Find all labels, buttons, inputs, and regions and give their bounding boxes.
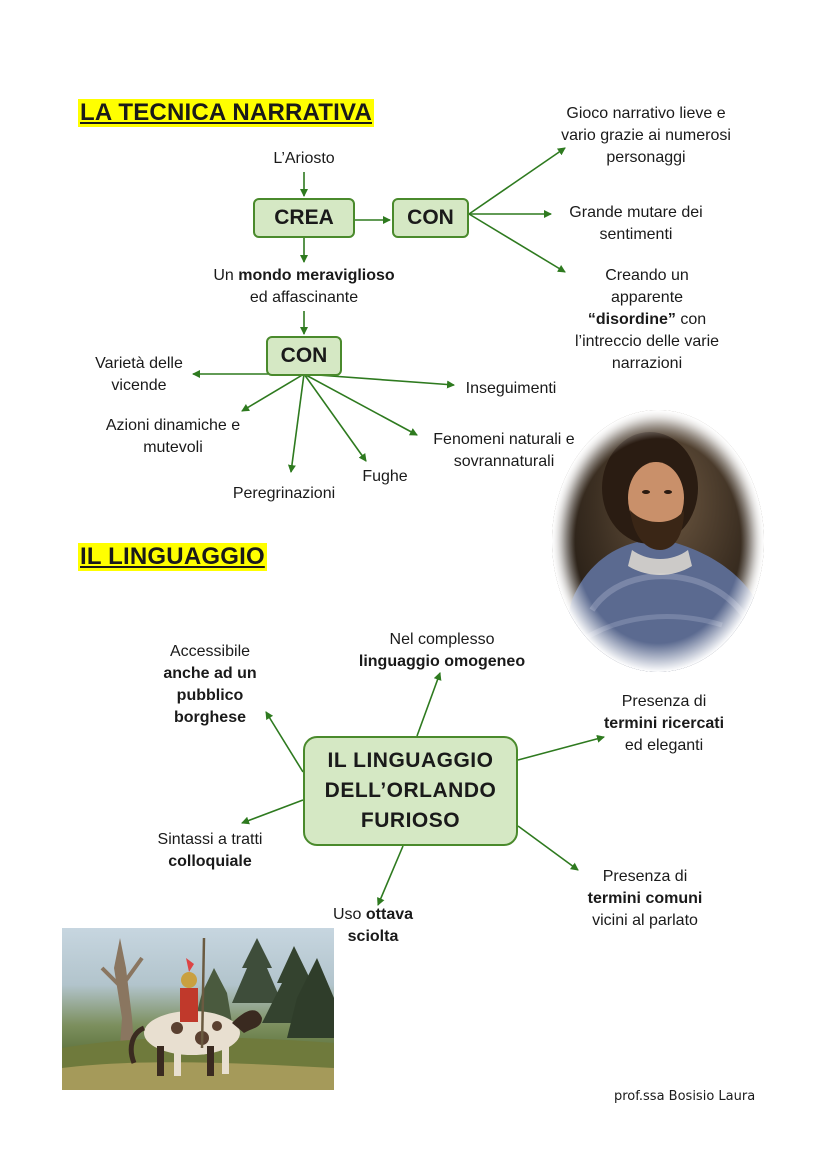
portrait-drawing [552,410,764,672]
label-fughe: Fughe [362,468,408,485]
portrait-ariosto-image [552,410,764,672]
arrow-center-ricercati [517,734,605,761]
arrow-center-ottava [377,845,404,906]
label-gioco-narrativo: Gioco narrativo lieve e vario grazie ai … [561,105,731,166]
label-linguaggio-omogeneo: Nel complesso linguaggio omogeneo [358,631,526,670]
label-disordine: Creando un apparente “disordine” con l’i… [574,267,720,372]
arrow-center-comuni [517,825,579,871]
node-linguaggio-orlando-furioso: IL LINGUAGGIO DELL’ORLANDO FURIOSO [303,736,518,846]
label-termini-ricercati: Presenza di termini ricercati ed elegant… [603,693,725,754]
arrow-con-gioco [468,147,566,215]
node-con-2: CON [266,336,342,376]
label-mutare-sentimenti: Grande mutare dei sentimenti [569,204,703,243]
arrow-center-sintassi [241,799,304,825]
label-termini-comuni: Presenza di termini comuni vicini al par… [587,868,703,929]
section-title-linguaggio: IL LINGUAGGIO [78,543,267,571]
author-signature: prof.ssa Bosisio Laura [614,1089,756,1104]
arrow-con2-fughe [303,373,367,462]
label-sintassi-colloquiale: Sintassi a tratti colloquiale [157,831,263,870]
label-ariosto: L’Ariosto [273,150,335,167]
arrow-con2-peregrinazioni [287,373,305,473]
label-azioni-dinamiche: Azioni dinamiche e mutevoli [105,417,241,456]
label-varieta-vicende: Varietà delle vicende [95,355,183,394]
label-mondo-meraviglioso: Un mondo meraviglioso ed affascinante [213,267,395,306]
arrow-con2-fenomeni [303,373,418,436]
section-title-tecnica: LA TECNICA NARRATIVA [78,99,374,127]
label-peregrinazioni: Peregrinazioni [232,485,336,502]
node-con-1: CON [392,198,469,238]
label-inseguimenti: Inseguimenti [465,380,557,397]
knight-painting-image [62,928,334,1090]
label-fenomeni-naturali: Fenomeni naturali e sovrannaturali [433,431,575,470]
knight-painting-drawing [62,937,334,1090]
arrow-center-accessibile [265,711,304,773]
arrow-con-disordine [468,213,566,273]
arrow-center-complesso [416,672,442,737]
arrow-con2-azioni [241,373,305,412]
node-crea: CREA [253,198,355,238]
label-accessibile: Accessibile anche ad un pubblico borghes… [163,643,257,726]
label-ottava-sciolta: Uso ottava sciolta [332,906,414,945]
